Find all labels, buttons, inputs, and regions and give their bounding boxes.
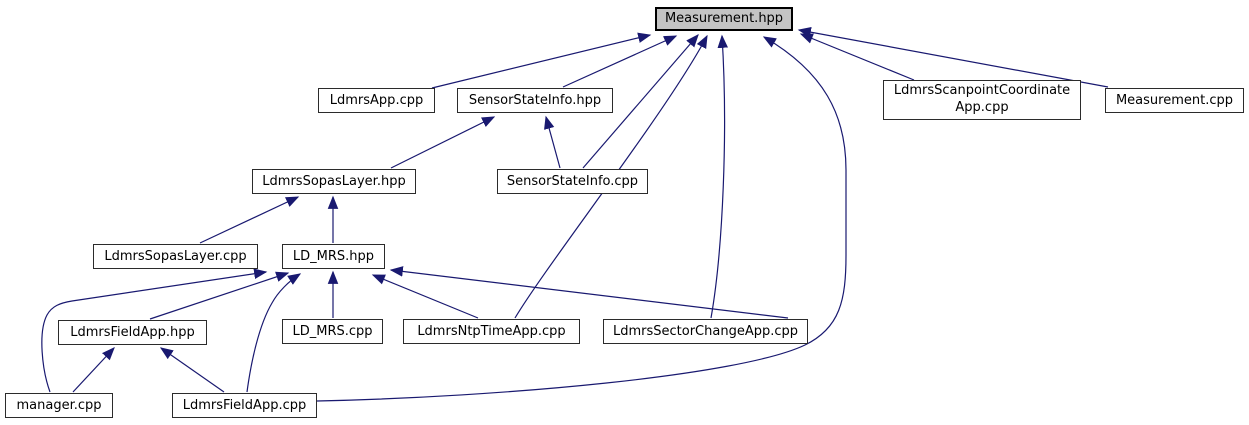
edge-manager-cpp-ldmrsfieldapp-hpp (72, 347, 115, 393)
edge-ldmrsfieldapp-cpp-ldmrsfieldapp-hpp (159, 347, 225, 393)
graph-node-sensorstateinfo-cpp[interactable]: SensorStateInfo.cpp (497, 169, 648, 194)
graph-node-ldmrssopaslayer-cpp[interactable]: LdmrsSopasLayer.cpp (93, 244, 258, 269)
edge-ldmrsapp-cpp-measurement-hpp (431, 32, 652, 89)
edge-ldmrssectorchangeapp-cpp-measurement-hpp (710, 34, 729, 319)
graph-node-ld-mrs-hpp[interactable]: LD_MRS.hpp (282, 244, 385, 269)
graph-node-ldmrsfieldapp-cpp[interactable]: LdmrsFieldApp.cpp (172, 393, 317, 418)
edge-ldmrsfieldapp-cpp-ld-mrs-hpp (246, 273, 302, 393)
edge-ldmrsscanpointcoordinateapp-cpp-measurement-hpp (799, 33, 915, 81)
graph-node-measurement-hpp[interactable]: Measurement.hpp (655, 7, 793, 31)
edge-ldmrssectorchangeapp-cpp-ld-mrs-hpp (389, 266, 789, 319)
edge-ldmrsntptimeapp-cpp-ld-mrs-hpp (371, 274, 479, 319)
edge-sensorstateinfo-hpp-measurement-hpp (562, 35, 678, 88)
edge-measurement-cpp-measurement-hpp (797, 26, 1109, 88)
graph-node-manager-cpp[interactable]: manager.cpp (5, 393, 113, 418)
edge-sensorstateinfo-cpp-measurement-hpp (582, 34, 699, 169)
graph-node-sensorstateinfo-hpp[interactable]: SensorStateInfo.hpp (457, 88, 613, 113)
edge-ldmrssopaslayer-cpp-ldmrssopaslayer-hpp (199, 196, 300, 244)
graph-node-ldmrssopaslayer-hpp[interactable]: LdmrsSopasLayer.hpp (252, 169, 416, 194)
graph-node-ldmrssectorchangeapp-cpp[interactable]: LdmrsSectorChangeApp.cpp (603, 319, 808, 344)
graph-node-ldmrsntptimeapp-cpp[interactable]: LdmrsNtpTimeApp.cpp (403, 319, 580, 344)
edge-ldmrssopaslayer-hpp-sensorstateinfo-hpp (390, 116, 496, 169)
graph-node-ldmrsapp-cpp[interactable]: LdmrsApp.cpp (318, 88, 435, 113)
edge-ldmrsfieldapp-hpp-ld-mrs-hpp (149, 271, 290, 320)
graph-node-measurement-cpp[interactable]: Measurement.cpp (1105, 88, 1244, 113)
graph-node-ldmrsfieldapp-hpp[interactable]: LdmrsFieldApp.hpp (58, 320, 207, 345)
edge-sensorstateinfo-cpp-sensorstateinfo-hpp (544, 115, 561, 169)
edge-manager-cpp-ld-mrs-hpp (41, 268, 268, 393)
graph-node-ld-mrs-cpp[interactable]: LD_MRS.cpp (282, 319, 383, 344)
graph-node-ldmrsscanpointcoordinateapp-cpp[interactable]: LdmrsScanpointCoordinate App.cpp (883, 80, 1081, 120)
edge-ldmrsfieldapp-cpp-measurement-hpp (316, 36, 847, 402)
